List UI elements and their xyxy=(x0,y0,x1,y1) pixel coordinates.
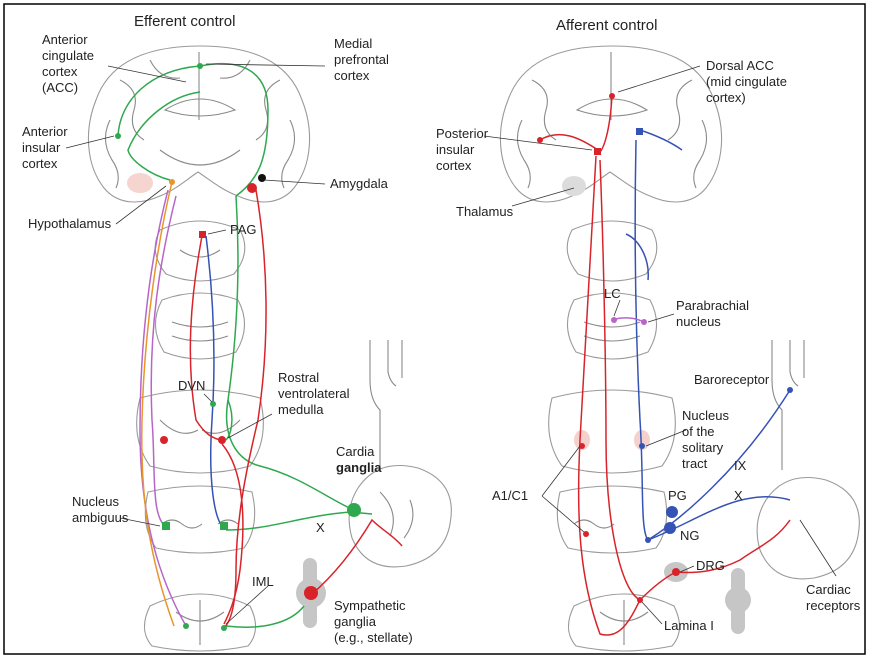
efferent-pons-section xyxy=(155,293,244,359)
efferent-mpfc-node xyxy=(197,63,203,69)
sympathetic-label-line-2: ganglia xyxy=(334,614,377,629)
pb-label-line-1: Parabrachial xyxy=(676,298,749,313)
efferent-title: Efferent control xyxy=(134,13,235,30)
efferent-na-left-node xyxy=(162,522,170,530)
afferent-blue-baro-path xyxy=(635,140,790,540)
efferent-iml-left-node xyxy=(183,623,189,629)
amygdala-label: Amygdala xyxy=(330,176,389,191)
dacc-label-line-3: cortex) xyxy=(706,90,746,105)
afferent-title: Afferent control xyxy=(556,17,657,34)
afferent-nts-lower-node xyxy=(645,537,651,543)
lamina-label: Lamina I xyxy=(664,618,714,633)
afferent-drg-node xyxy=(672,568,680,576)
pg-label: PG xyxy=(668,488,687,503)
insula-label-line-3: cortex xyxy=(22,156,58,171)
insula-label-line-1: Anterior xyxy=(22,124,68,139)
afferent-heart-outline xyxy=(757,478,859,579)
pic-label-line-2: insular xyxy=(436,142,475,157)
nts-label-line-2: of the xyxy=(682,424,715,439)
na-label-line-1: Nucleus xyxy=(72,494,119,509)
efferent-na-right-node xyxy=(220,522,228,530)
afferent-upper-medulla xyxy=(549,390,676,473)
efferent-heart-outline xyxy=(349,466,451,567)
acc-label-line-1: Anterior xyxy=(42,32,88,47)
efferent-hypothalamus-node xyxy=(169,179,175,185)
rvlm-label-line-1: Rostral xyxy=(278,370,319,385)
efferent-rvlm-right-node xyxy=(218,436,226,444)
afferent-pb-node xyxy=(641,319,647,325)
dacc-label-line-2: (mid cingulate xyxy=(706,74,787,89)
efferent-pag-node xyxy=(199,231,206,238)
acc-label-line-3: cortex xyxy=(42,64,78,79)
pag-label: PAG xyxy=(230,222,257,237)
cardiac-ganglia-label-line-1: Cardia xyxy=(336,444,375,459)
efferent-upper-medulla xyxy=(137,390,264,473)
acc-label-line-4: (ACC) xyxy=(42,80,78,95)
pic-label-line-3: cortex xyxy=(436,158,472,173)
efferent-insula-node xyxy=(115,133,121,139)
cardiac-receptors-label-line-2: receptors xyxy=(806,598,861,613)
afferent-pons-section xyxy=(567,293,656,359)
ix-label: IX xyxy=(734,458,747,473)
ng-label: NG xyxy=(680,528,700,543)
mpfc-label-line-3: cortex xyxy=(334,68,370,83)
afferent-x-label: X xyxy=(734,488,743,503)
rvlm-label-line-2: ventrolateral xyxy=(278,386,350,401)
dvn-label: DVN xyxy=(178,378,205,393)
efferent-iml-right-node xyxy=(221,625,227,631)
drg-label: DRG xyxy=(696,558,725,573)
dacc-label-line-1: Dorsal ACC xyxy=(706,58,774,73)
insula-label-line-2: insular xyxy=(22,140,61,155)
iml-label: IML xyxy=(252,574,274,589)
afferent-pic-node xyxy=(537,137,543,143)
a1c1-label: A1/C1 xyxy=(492,488,528,503)
afferent-baroreceptor-node xyxy=(787,387,793,393)
lc-label: LC xyxy=(604,286,621,301)
vagus-x-label: X xyxy=(316,520,325,535)
afferent-aorta-vessel xyxy=(772,340,804,470)
efferent-aorta-vessel xyxy=(370,340,402,470)
afferent-nts-node xyxy=(639,443,645,449)
mpfc-label-line-2: prefrontal xyxy=(334,52,389,67)
afferent-thalamus-node xyxy=(594,148,601,155)
rvlm-label-line-3: medulla xyxy=(278,402,324,417)
sympathetic-label-line-3: (e.g., stellate) xyxy=(334,630,413,645)
nts-label-line-3: solitary xyxy=(682,440,724,455)
nts-label-line-4: tract xyxy=(682,456,708,471)
sympathetic-label-line-1: Sympathetic xyxy=(334,598,406,613)
afferent-lower-medulla xyxy=(557,486,666,553)
afferent-chain-ganglion xyxy=(725,587,751,613)
efferent-amygdala-dark-node xyxy=(258,174,266,182)
afferent-anatomy xyxy=(500,46,859,651)
efferent-lower-medulla xyxy=(145,486,254,553)
afferent-dacc-node xyxy=(609,93,615,99)
acc-label-line-2: cingulate xyxy=(42,48,94,63)
efferent-rvlm-left-node xyxy=(160,436,168,444)
pb-label-line-2: nucleus xyxy=(676,314,721,329)
afferent-thalamus-blue-node xyxy=(636,128,643,135)
afferent-thalamus-shade xyxy=(562,176,586,196)
pic-label-line-1: Posterior xyxy=(436,126,489,141)
afferent-lc-node xyxy=(611,317,617,323)
afferent-pg-node xyxy=(666,506,678,518)
afferent-ng-node xyxy=(664,522,676,534)
efferent-cardiac-ganglia-node xyxy=(347,503,361,517)
na-label-line-2: ambiguus xyxy=(72,510,129,525)
thalamus-label: Thalamus xyxy=(456,204,514,219)
efferent-amygdala-node xyxy=(247,183,257,193)
efferent-dvn-node xyxy=(210,401,216,407)
hypothalamus-label: Hypothalamus xyxy=(28,216,112,231)
efferent-sympathetic-ganglion-node xyxy=(304,586,318,600)
nts-label-line-1: Nucleus xyxy=(682,408,729,423)
cardiac-receptors-label-line-1: Cardiac xyxy=(806,582,851,597)
baroreceptor-label: Baroreceptor xyxy=(694,372,770,387)
efferent-amygdala-left-shade xyxy=(127,173,153,193)
cardiac-ganglia-label-line-2: ganglia xyxy=(336,460,382,475)
mpfc-label-line-1: Medial xyxy=(334,36,372,51)
